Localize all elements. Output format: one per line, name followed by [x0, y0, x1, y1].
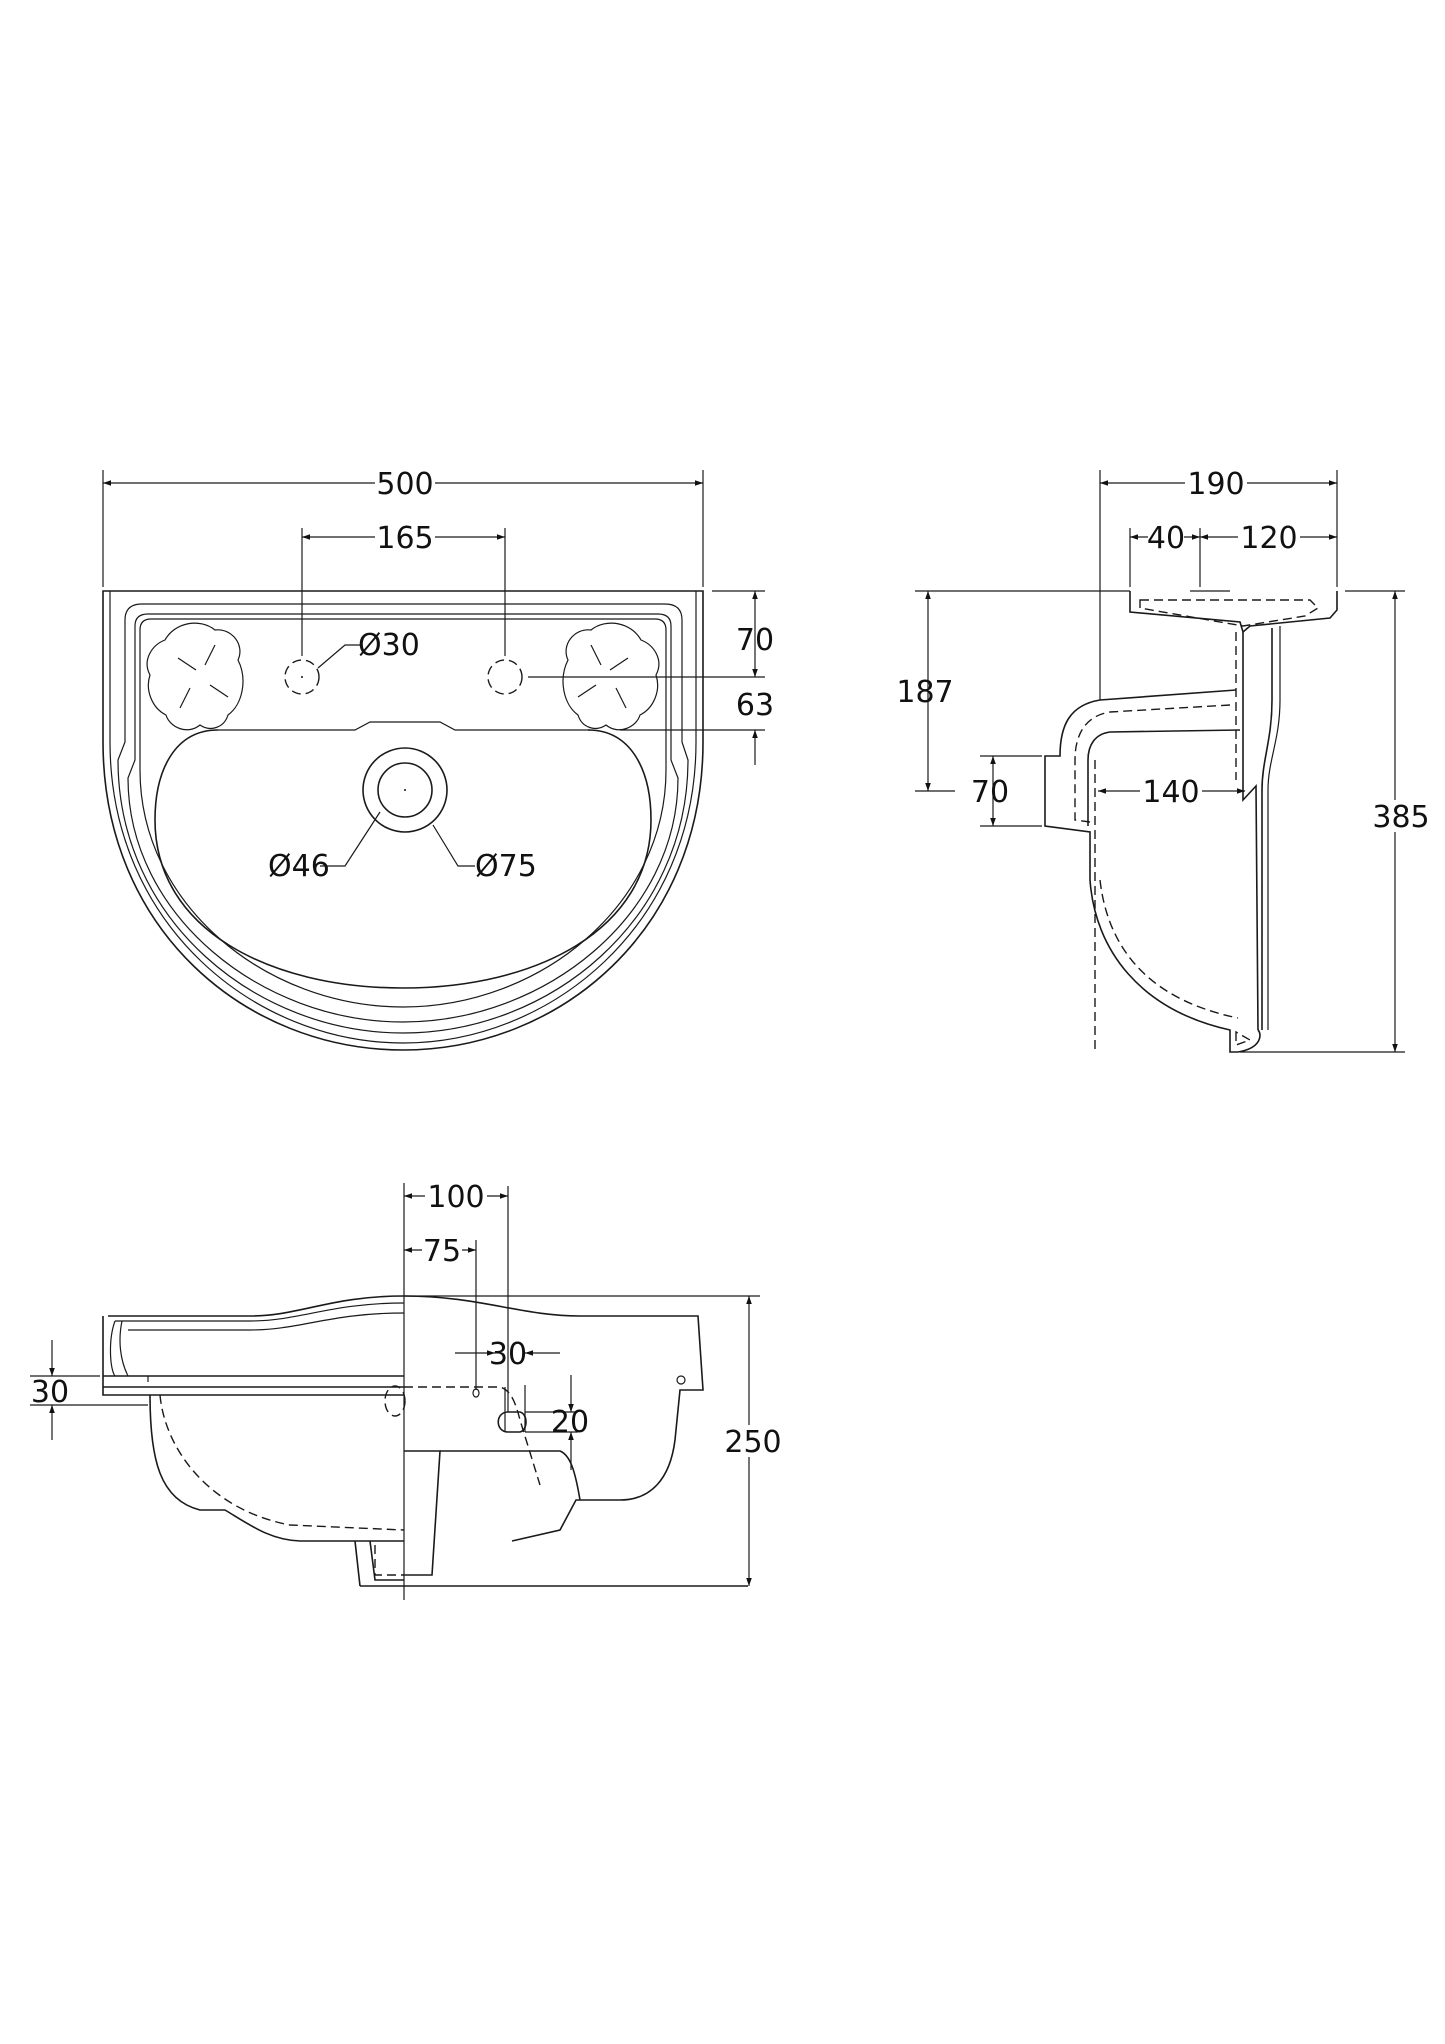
- dim-bracket-offset: 40: [1147, 521, 1185, 556]
- dim-tap-centres: 165: [376, 521, 433, 556]
- waste-outer: [362, 747, 448, 833]
- front-bowl-outline: [149, 1394, 404, 1542]
- dim-back-to-tap: 70: [736, 623, 774, 658]
- front-view: 100 75 30 20 30 250: [30, 1180, 784, 1600]
- plan-view: 500 165 Ø30 70 63 Ø46 Ø75: [102, 466, 774, 1051]
- dim-overall-depth: 190: [1187, 467, 1244, 502]
- dim-overflow-slot-height: 20: [551, 1405, 589, 1440]
- dim-rim-thickness: 30: [31, 1375, 69, 1410]
- dim-tap-to-bowl: 63: [736, 688, 774, 723]
- side-view: 190 40 120 187 70 140 385: [896, 466, 1432, 1053]
- dim-overflow-to-wall: 140: [1142, 775, 1199, 810]
- dim-waste-inner: Ø46: [268, 849, 330, 884]
- side-bowl-outline: [1089, 879, 1261, 1053]
- left-tap-rosette: [146, 622, 244, 731]
- dim-top-to-overflow: 187: [896, 675, 953, 710]
- dim-centre-to-overflow: 75: [423, 1234, 461, 1269]
- dim-overall-width: 500: [376, 467, 433, 502]
- bowl-outline: [154, 729, 652, 989]
- dim-front-overall-height: 250: [724, 1425, 781, 1460]
- dim-front-projection: 120: [1240, 521, 1297, 556]
- basin-outline: [102, 590, 704, 1051]
- waste-inner: [377, 762, 433, 818]
- dim-overall-height: 385: [1372, 800, 1429, 835]
- dim-tap-hole-diameter: Ø30: [358, 628, 420, 663]
- right-tap-rosette: [562, 622, 660, 731]
- right-tap-hole: [487, 659, 523, 695]
- dim-waste-outer: Ø75: [475, 849, 537, 884]
- dim-overflow-height: 70: [971, 775, 1009, 810]
- dim-tap-hole-width: 30: [489, 1337, 527, 1372]
- dim-centre-to-tap-outer: 100: [427, 1180, 484, 1215]
- left-tap-hole: [284, 659, 320, 695]
